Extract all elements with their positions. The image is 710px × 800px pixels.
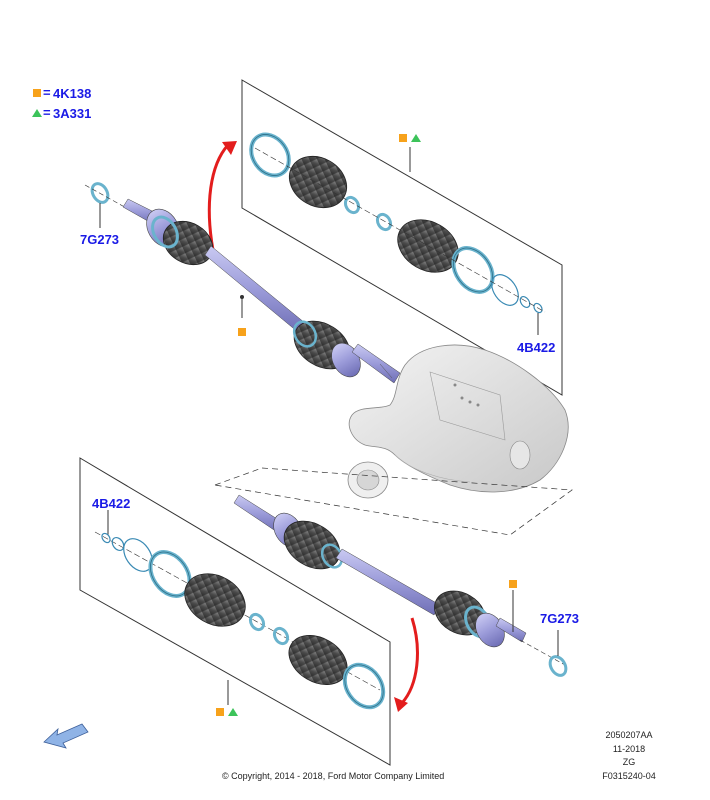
legend-square-code: 4K138	[53, 86, 91, 101]
legend-square-separator: =	[43, 85, 51, 100]
front-direction-arrow-icon	[43, 723, 89, 749]
kit-square-icon	[399, 134, 407, 142]
legend-square-icon	[33, 89, 41, 97]
illustration-meta: 2050207AA 11-2018 ZG F0315240-04	[594, 729, 664, 783]
boot-clip	[343, 195, 361, 215]
meta-code-1: 2050207AA	[605, 730, 653, 740]
lower-drive-shaft	[233, 494, 568, 677]
retaining-ring	[491, 274, 519, 306]
upper-kit-panel	[241, 79, 563, 396]
shaft-square-icon	[238, 328, 246, 336]
legend-triangle-icon	[32, 109, 42, 117]
cv-boot	[288, 155, 348, 209]
retaining-ring	[111, 536, 125, 552]
upper-drive-shaft	[84, 182, 401, 384]
part-label-lower-nut: 4B422	[92, 496, 130, 511]
boot-clip	[375, 212, 393, 232]
legend: = 4K138 = 3A331	[32, 85, 91, 121]
red-arrow-head	[222, 141, 237, 155]
part-label-upper-circlip: 7G273	[80, 232, 119, 247]
kit-triangle-icon	[228, 708, 238, 716]
rear-differential	[213, 344, 573, 536]
circlip-icon	[548, 655, 568, 677]
red-curved-arrow-icon	[400, 617, 419, 704]
retaining-ring	[519, 295, 531, 309]
copyright-notice: © Copyright, 2014 - 2018, Ford Motor Com…	[222, 771, 445, 781]
cv-boot	[184, 573, 246, 627]
legend-triangle-separator: =	[43, 105, 51, 120]
boot-clip	[248, 612, 266, 632]
red-curved-arrow-icon	[207, 143, 230, 251]
meta-code-3: F0315240-04	[602, 770, 656, 781]
part-label-lower-circlip: 7G273	[540, 611, 579, 626]
boot-clip	[272, 626, 290, 646]
meta-code-2: ZG	[622, 757, 636, 767]
kit-triangle-icon	[411, 134, 421, 142]
part-label-upper-nut: 4B422	[517, 340, 555, 355]
circlip-icon	[90, 182, 110, 204]
lower-shaft-square-icon	[509, 580, 517, 588]
meta-date: 11-2018	[612, 743, 646, 754]
lower-kit-panel	[79, 457, 391, 766]
hub-nut	[533, 302, 543, 314]
red-arrow-head	[394, 697, 408, 712]
legend-triangle-code: 3A331	[53, 106, 91, 121]
kit-square-icon	[216, 708, 224, 716]
retaining-ring	[123, 538, 153, 572]
hub-nut	[101, 532, 111, 544]
